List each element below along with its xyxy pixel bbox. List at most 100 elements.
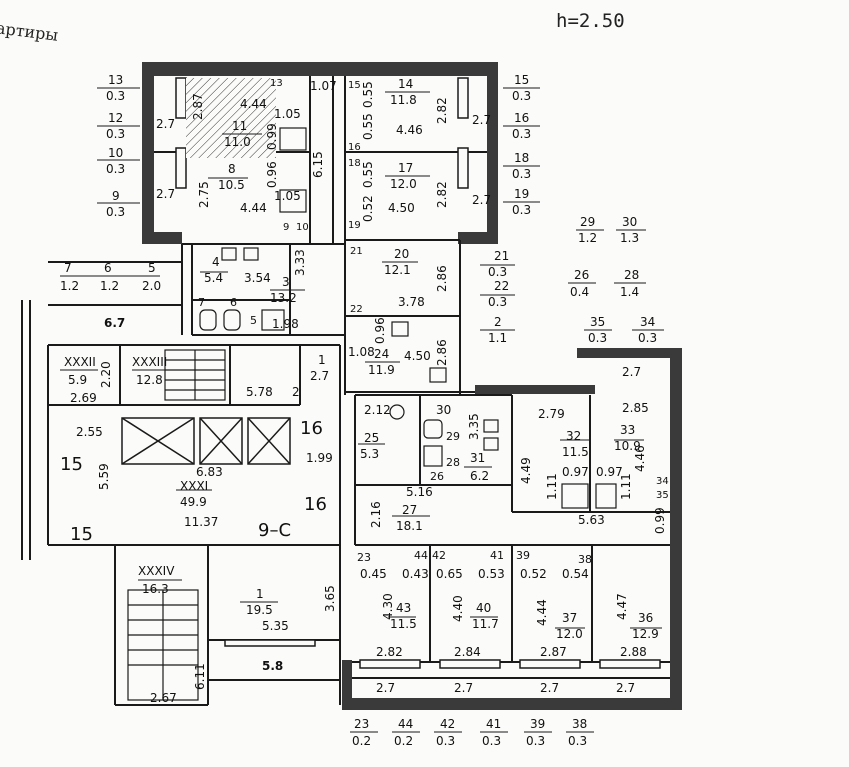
dimension: 4.47 bbox=[615, 593, 629, 620]
wall-top bbox=[142, 62, 498, 76]
room-area: 16.3 bbox=[142, 582, 169, 596]
room-number: 15 bbox=[348, 80, 361, 91]
room-number: 19 bbox=[348, 220, 361, 231]
dimension: 0.99 bbox=[265, 123, 279, 150]
room-number: 1 bbox=[318, 353, 326, 367]
room-number: 21 bbox=[494, 249, 509, 263]
plan-labels: 13 0.3 12 0.3 10 0.3 9 0.3 2.7 2.7 2.87 … bbox=[60, 73, 669, 748]
dimension: 2.7 bbox=[310, 369, 329, 383]
dimension: 1.99 bbox=[306, 451, 333, 465]
dimension: 0.45 bbox=[360, 567, 387, 581]
dimension: 1.08 bbox=[348, 345, 375, 359]
bathtub-icon bbox=[595, 483, 617, 509]
room-area: 0.3 bbox=[106, 89, 125, 103]
dimension: 0.55 bbox=[361, 81, 375, 108]
toilet-icon bbox=[223, 309, 241, 331]
room-number: 41 bbox=[486, 717, 501, 731]
stove-icon bbox=[221, 247, 237, 261]
wall-balcony-top bbox=[577, 348, 681, 358]
wall-south-left bbox=[342, 660, 352, 710]
window bbox=[599, 659, 661, 669]
room-number: 7 bbox=[64, 261, 72, 275]
room-number: 34 bbox=[640, 315, 655, 329]
dimension: 2.67 bbox=[150, 691, 177, 705]
room-area: 12.1 bbox=[384, 263, 411, 277]
dimension: 4.50 bbox=[388, 201, 415, 215]
axis-marker: 16 bbox=[304, 494, 327, 515]
room-number: 26 bbox=[430, 470, 444, 483]
dimension: 2.20 bbox=[99, 361, 113, 388]
dimension: 5.63 bbox=[578, 513, 605, 527]
room-area: 0.3 bbox=[568, 734, 587, 748]
room-number: 23 bbox=[357, 551, 371, 564]
room-area: 11.5 bbox=[390, 617, 417, 631]
room-number: 9 bbox=[112, 189, 120, 203]
room-number: 36 bbox=[638, 611, 653, 625]
dimension: 2.79 bbox=[538, 407, 565, 421]
room-number: 2 bbox=[292, 385, 300, 399]
dimension: 3.54 bbox=[244, 271, 271, 285]
dimension: 0.54 bbox=[562, 567, 589, 581]
room-number: 1 bbox=[256, 587, 264, 601]
dimension: 2.12 bbox=[364, 403, 391, 417]
dimension: 2.7 bbox=[616, 681, 635, 695]
room-number: 14 bbox=[398, 77, 413, 91]
window bbox=[224, 639, 316, 647]
room-number: 6 bbox=[230, 296, 237, 309]
dimension: 0.99 bbox=[653, 507, 667, 534]
room-number: 34 bbox=[656, 476, 669, 487]
sink-icon bbox=[483, 419, 499, 433]
outer-walls bbox=[142, 62, 682, 710]
room-number: 18 bbox=[514, 151, 529, 165]
dimension: 0.55 bbox=[361, 161, 375, 188]
room-number: XXXII bbox=[64, 355, 96, 369]
room-area: 0.3 bbox=[638, 331, 657, 345]
dimension: 2.82 bbox=[376, 645, 403, 659]
room-number: 27 bbox=[402, 503, 417, 517]
dimension: 4.46 bbox=[633, 445, 647, 472]
room-number: XXXIV bbox=[138, 564, 175, 578]
dimension: 2.82 bbox=[435, 181, 449, 208]
room-number: 10 bbox=[296, 222, 309, 233]
room-area: 11.9 bbox=[368, 363, 395, 377]
dimension: 0.65 bbox=[436, 567, 463, 581]
sink-icon bbox=[483, 437, 499, 451]
room-area: 2.0 bbox=[142, 279, 161, 293]
room-area: 0.3 bbox=[488, 295, 507, 309]
room-area: 0.4 bbox=[570, 285, 589, 299]
sink-icon bbox=[261, 309, 285, 331]
room-number: 29 bbox=[446, 430, 460, 443]
dimension: 2.85 bbox=[622, 401, 649, 415]
room-number: 19 bbox=[514, 187, 529, 201]
axis-marker: 16 bbox=[300, 418, 323, 439]
room-area: 0.3 bbox=[482, 734, 501, 748]
dimension: 2.82 bbox=[435, 97, 449, 124]
wall-bottom-left bbox=[142, 232, 182, 244]
room-number: 35 bbox=[590, 315, 605, 329]
room-number: 2 bbox=[494, 315, 502, 329]
dimension: 4.50 bbox=[404, 349, 431, 363]
room-number: 5 bbox=[148, 261, 156, 275]
room-area: 0.3 bbox=[106, 205, 125, 219]
elevator-icon bbox=[121, 417, 291, 465]
dimension: 2.87 bbox=[191, 93, 205, 120]
wall-south bbox=[345, 698, 682, 710]
room-area: 0.3 bbox=[512, 127, 531, 141]
room-number: 42 bbox=[440, 717, 455, 731]
room-area: 0.3 bbox=[488, 265, 507, 279]
room-number: 8 bbox=[228, 162, 236, 176]
room-number: 35 bbox=[656, 490, 669, 501]
room-area: 12.0 bbox=[390, 177, 417, 191]
bathtub-icon bbox=[279, 127, 307, 151]
room-area: 11.5 bbox=[562, 445, 589, 459]
room-area: 0.3 bbox=[512, 203, 531, 217]
dimension: 2.75 bbox=[197, 181, 211, 208]
room-area: 10.5 bbox=[218, 178, 245, 192]
dimension: 2.7 bbox=[376, 681, 395, 695]
dimension: 2.69 bbox=[70, 391, 97, 405]
room-number: 16 bbox=[348, 142, 361, 153]
room-number: 44 bbox=[414, 549, 428, 562]
dimension: 2.7 bbox=[156, 117, 175, 131]
dimension: 4.44 bbox=[240, 97, 267, 111]
